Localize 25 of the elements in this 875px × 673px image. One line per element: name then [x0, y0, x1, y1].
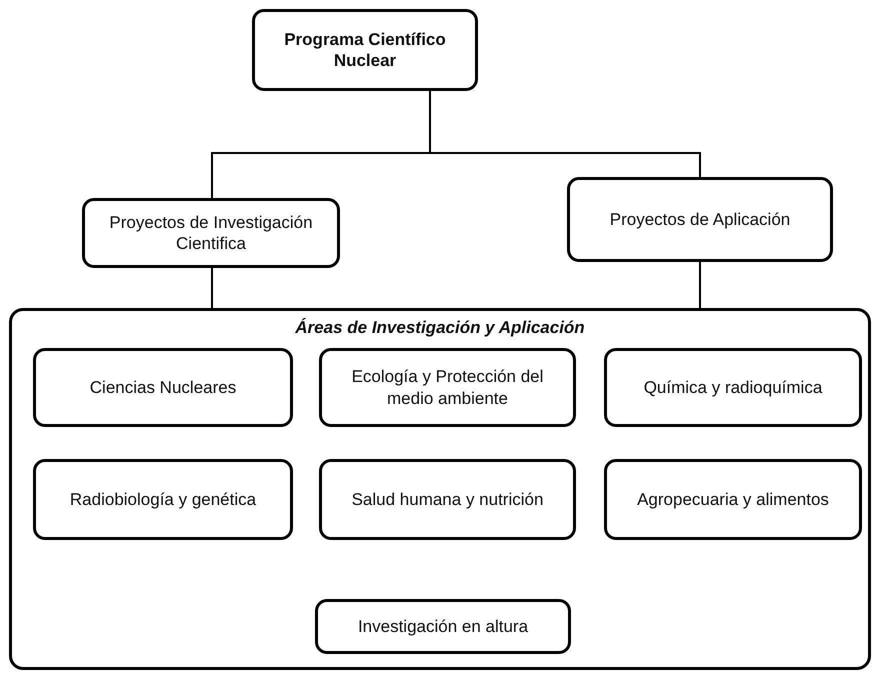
node-label: Radiobiología y genética — [68, 488, 258, 510]
connector-line — [699, 262, 701, 308]
node-label: Ciencias Nucleares — [88, 376, 238, 398]
node-label: Agropecuaria y alimentos — [636, 488, 830, 510]
node-label: Salud humana y nutrición — [350, 488, 544, 510]
node-label: Ecología y Protección del medio ambiente — [350, 366, 544, 409]
node-label: Química y radioquímica — [642, 376, 824, 398]
group-frame — [9, 308, 871, 670]
node-label: Programa Científico Nuclear — [283, 28, 447, 72]
node-label: Proyectos de Aplicación — [608, 208, 792, 230]
connector-line — [429, 91, 701, 177]
process-box — [604, 459, 862, 540]
process-box — [33, 348, 293, 427]
node-label: Proyectos de Investigación Cientifica — [108, 212, 314, 254]
group-heading: Áreas de Investigación y Aplicación — [294, 317, 586, 338]
process-box — [33, 459, 293, 540]
process-box — [252, 9, 478, 91]
process-box — [319, 348, 576, 427]
process-box — [567, 177, 833, 262]
process-box — [315, 599, 571, 654]
process-box — [319, 459, 576, 540]
process-box — [82, 198, 340, 268]
process-box — [604, 348, 862, 427]
node-label: Investigación en altura — [356, 616, 530, 638]
connector-line — [211, 268, 213, 308]
